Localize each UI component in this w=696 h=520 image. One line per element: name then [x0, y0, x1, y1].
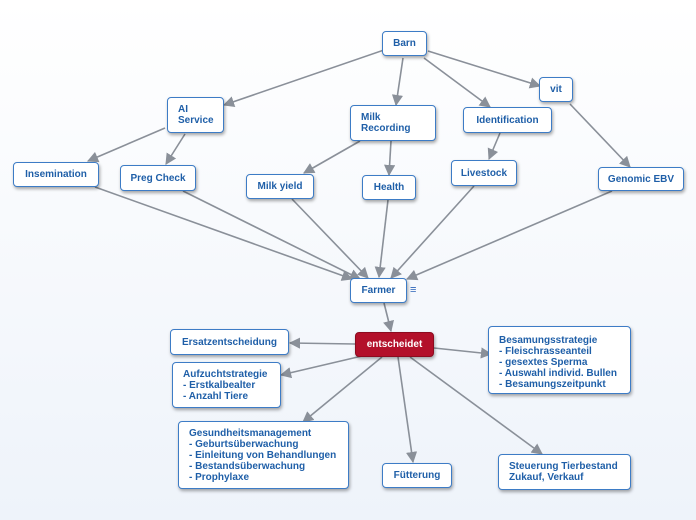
- node-livestock-label: Livestock: [460, 167, 508, 179]
- node-entscheidet-label: entscheidet: [366, 339, 423, 350]
- edge-milk-recording-health: [384, 140, 396, 177]
- edge-entscheidet-fuetterung: [397, 356, 418, 464]
- node-besamungsstrategie[interactable]: Besamungsstrategie - Fleischrasseanteil …: [488, 326, 631, 394]
- node-milk-recording-label: Milk Recording: [361, 112, 411, 134]
- node-identification-label: Identification: [476, 114, 539, 126]
- edge-entscheidet-besamungsstrategie: [433, 347, 493, 359]
- node-health[interactable]: Health: [362, 175, 416, 200]
- node-vit[interactable]: vit: [539, 77, 573, 102]
- node-insemination-label: Insemination: [25, 169, 87, 180]
- node-milk-recording[interactable]: Milk Recording: [350, 105, 436, 141]
- edge-entscheidet-ersatzentscheidung: [288, 337, 356, 349]
- edge-milk-recording-milk-yield: [303, 140, 361, 174]
- node-steuerung-label: Steuerung Tierbestand Zukauf, Verkauf: [509, 461, 618, 483]
- node-ai-service-label: AI Service: [178, 104, 214, 126]
- node-farmer-label: Farmer: [361, 285, 396, 296]
- edge-ai-service-preg-check: [165, 133, 186, 165]
- node-insemination[interactable]: Insemination: [13, 162, 99, 187]
- node-preg-check[interactable]: Preg Check: [120, 165, 196, 191]
- edge-barn-milk-recording: [391, 57, 404, 107]
- edge-barn-identification: [423, 57, 491, 108]
- node-besamungsstrategie-label: Besamungsstrategie - Fleischrasseanteil …: [499, 335, 617, 390]
- node-genomic-ebv[interactable]: Genomic EBV: [598, 167, 684, 191]
- edge-ai-service-insemination: [86, 127, 166, 163]
- node-aufzuchtstrategie[interactable]: Aufzuchtstrategie - Erstkalbealter - Anz…: [172, 362, 281, 408]
- node-milk-yield[interactable]: Milk yield: [246, 174, 314, 199]
- node-gesundheitsmanagement[interactable]: Gesundheitsmanagement - Geburtsüberwachu…: [178, 421, 349, 489]
- node-health-label: Health: [373, 182, 405, 193]
- edge-insemination-farmer: [94, 186, 354, 281]
- edge-entscheidet-aufzuchtstrategie: [279, 355, 363, 379]
- edge-genomic-ebv-farmer: [405, 190, 613, 281]
- node-preg-check-label: Preg Check: [130, 172, 186, 184]
- node-ersatzentscheidung-label: Ersatzentscheidung: [181, 336, 278, 348]
- node-identification[interactable]: Identification: [463, 107, 552, 133]
- node-vit-label: vit: [550, 84, 562, 95]
- notes-icon[interactable]: ≡: [410, 284, 417, 296]
- node-barn-label: Barn: [393, 38, 416, 49]
- node-ersatzentscheidung[interactable]: Ersatzentscheidung: [170, 329, 289, 355]
- node-gesundheitsmanagement-label: Gesundheitsmanagement - Geburtsüberwachu…: [189, 427, 337, 483]
- node-fuetterung[interactable]: Fütterung: [382, 463, 452, 488]
- node-fuetterung-label: Fütterung: [393, 470, 441, 481]
- node-aufzuchtstrategie-label: Aufzuchtstrategie - Erstkalbealter - Anz…: [183, 368, 268, 402]
- node-farmer[interactable]: Farmer: [350, 278, 407, 303]
- edge-entscheidet-steuerung: [409, 356, 543, 455]
- edge-barn-vit: [427, 50, 542, 89]
- edge-health-farmer: [374, 199, 389, 279]
- node-livestock[interactable]: Livestock: [451, 160, 517, 186]
- node-steuerung[interactable]: Steuerung Tierbestand Zukauf, Verkauf: [498, 454, 631, 490]
- edge-entscheidet-gesundheitsmanagement: [302, 356, 383, 423]
- edge-preg-check-farmer: [182, 190, 362, 280]
- node-barn[interactable]: Barn: [382, 31, 427, 56]
- edge-vit-genomic-ebv: [569, 103, 631, 168]
- edge-livestock-farmer: [390, 185, 475, 279]
- edge-milk-yield-farmer: [291, 198, 369, 279]
- node-ai-service[interactable]: AI Service: [167, 97, 224, 133]
- edge-farmer-entscheidet: [383, 302, 394, 333]
- node-genomic-ebv-label: Genomic EBV: [607, 173, 675, 185]
- node-milk-yield-label: Milk yield: [257, 181, 303, 192]
- edge-identification-livestock: [487, 132, 501, 161]
- node-entscheidet[interactable]: entscheidet: [355, 332, 434, 357]
- edge-barn-ai-service: [222, 49, 385, 108]
